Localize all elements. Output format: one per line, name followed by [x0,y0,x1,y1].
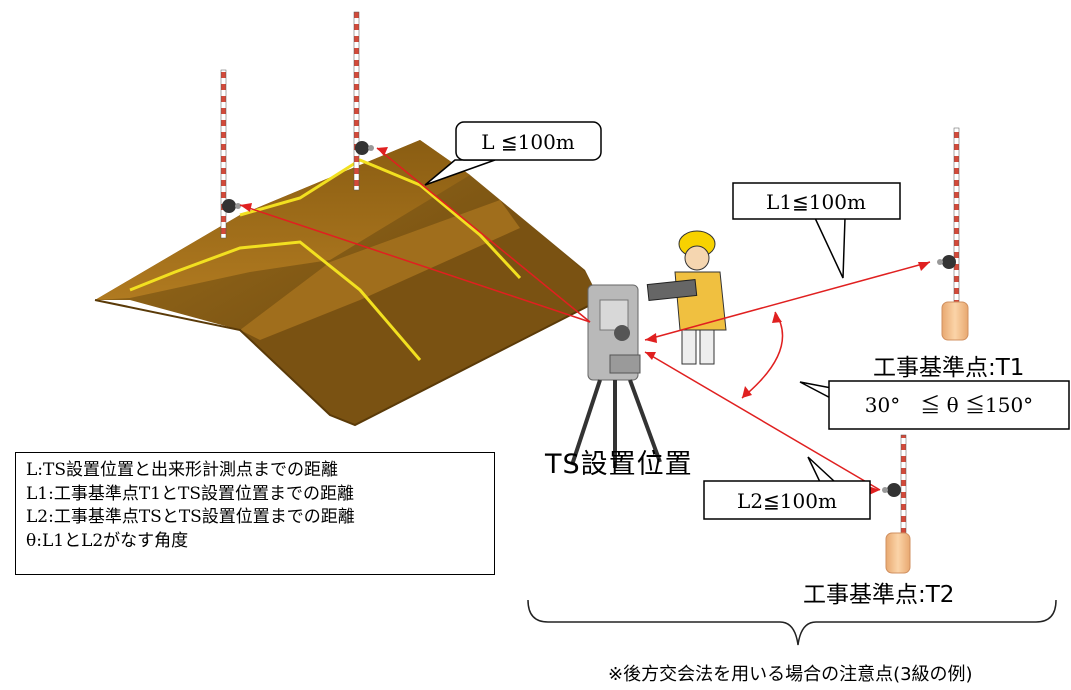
callout-l-text: L ≦100m [481,130,575,154]
ts-position-label: TS設置位置 [545,449,693,480]
callout-l2-text: L2≦100m [737,489,837,513]
benchmark-t2 [882,434,911,574]
legend-item: L1:工事基準点T1とTS設置位置までの距離 [26,483,354,504]
benchmark-t1 [937,127,969,341]
prism-pole-1 [220,69,241,239]
callout-l1-text: L1≦100m [766,190,866,214]
embankment-model [94,140,601,427]
arrowheads [240,147,930,495]
legend-box: L:TS設置位置と出来形計測点までの距離 L1:工事基準点T1とTS設置位置まで… [15,452,495,575]
prism-icon [355,141,369,155]
surveyor-figure [646,230,727,365]
prism-icon [942,255,956,269]
legend-item: L:TS設置位置と出来形計測点までの距離 [26,460,339,480]
callout-theta-text: 30° ≦ θ ≦150° [865,393,1033,417]
footnote-brace [527,599,1057,646]
legend-item: L2:工事基準点TSとTS設置位置までの距離 [26,507,355,527]
callout-l1: L1≦100m [732,182,901,279]
benchmark-t1-label: 工事基準点:T1 [873,355,1025,381]
prism-pole-2 [353,11,374,191]
prism-icon [222,199,236,213]
legend-item: θ:L1とL2がなす角度 [26,530,189,551]
benchmark-t2-label: 工事基準点:T2 [803,582,955,608]
footnote: ※後方交会法を用いる場合の注意点(3級の例) [608,664,973,685]
callout-theta: 30° ≦ θ ≦150° [799,380,1070,430]
total-station [570,284,662,468]
callout-l: L ≦100m [424,121,602,186]
callout-l2: L2≦100m [703,456,871,520]
prism-icon [887,483,901,497]
